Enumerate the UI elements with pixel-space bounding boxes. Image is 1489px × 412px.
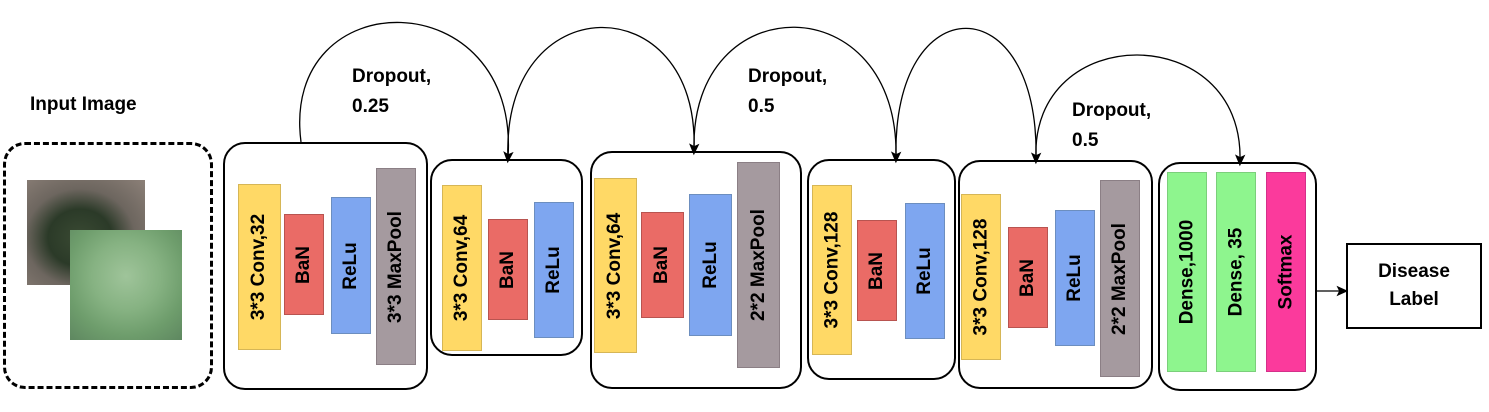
layer-softmax: Softmax [1266,172,1306,372]
layer-relu-4: ReLu [905,203,945,339]
layer-conv-64b: 3*3 Conv,64 [594,178,637,353]
dropout-label-3: Dropout, 0.5 [1072,100,1152,151]
layer-relu-3: ReLu [689,194,732,336]
layer-conv-128a: 3*3 Conv,128 [812,185,852,355]
layer-dense-35: Dense, 35 [1216,172,1256,372]
skip-arrow-2 [507,26,700,161]
conv-block-5 [958,160,1153,389]
skip-arrow-1 [299,21,514,164]
layer-conv-64a: 3*3 Conv,64 [442,185,482,351]
layer-relu-1: ReLu [331,197,371,334]
skip-arrow-5 [1035,54,1246,167]
layer-maxpool-2: 2*2 MaxPool [737,162,780,368]
input-image-frame [3,142,213,389]
dropout-label-1: Dropout, 0.25 [352,66,432,117]
layer-conv-32: 3*3 Conv,32 [238,184,281,350]
layer-ban-5: BaN [1008,227,1048,328]
skip-arrow-3 [693,26,902,164]
conv-block-1 [223,142,428,390]
layer-conv-128b: 3*3 Conv,128 [961,194,1001,360]
layer-ban-3: BaN [641,212,684,318]
layer-maxpool-1: 3*3 MaxPool [376,168,416,365]
dropout-label-2: Dropout, 0.5 [748,66,828,117]
disease-label-text: Disease Label [1378,261,1450,310]
layer-maxpool-3: 2*2 MaxPool [1100,180,1140,377]
layer-ban-1: BaN [284,214,324,315]
layer-relu-2: ReLu [534,202,574,338]
skip-arrow-4 [895,27,1042,165]
input-image-title: Input Image [30,94,137,115]
layer-ban-4: BaN [857,220,897,321]
layer-relu-5: ReLu [1055,210,1095,346]
leaf-photo-front [70,230,182,340]
conv-block-4 [807,159,956,380]
layer-dense-1000: Dense,1000 [1167,172,1207,372]
layer-ban-2: BaN [488,219,528,320]
